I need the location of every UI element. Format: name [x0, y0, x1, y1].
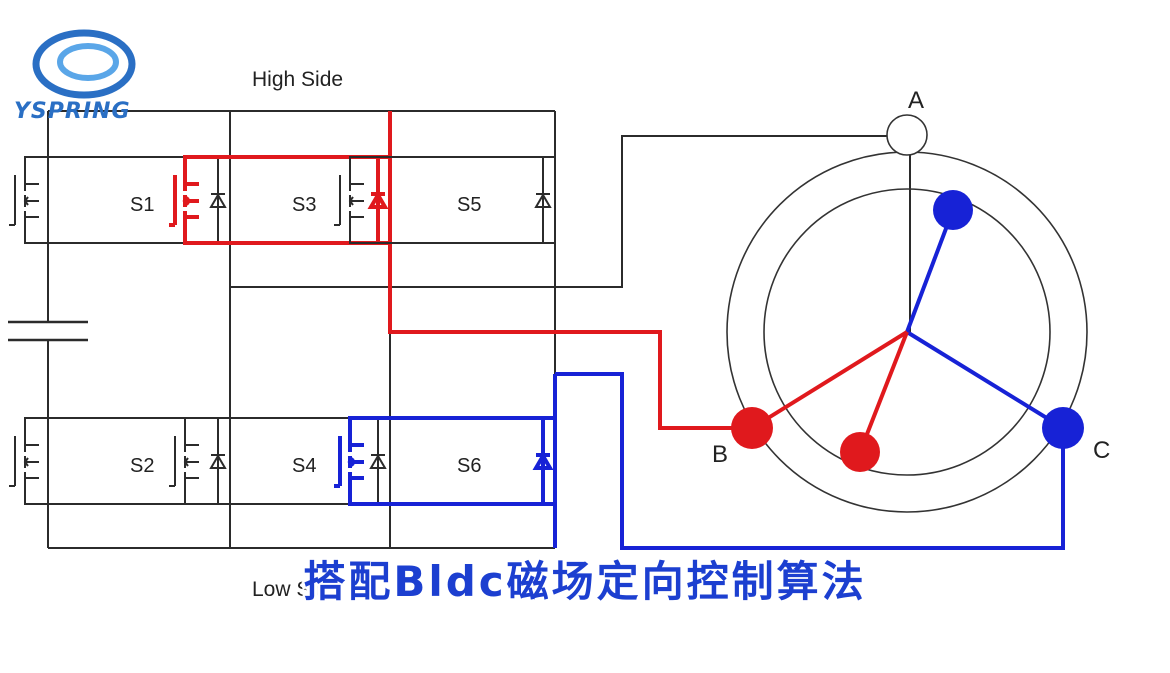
motor — [726, 114, 1088, 513]
switch-label-s2: S2 — [130, 455, 154, 477]
dc-bus-capacitor — [8, 320, 88, 342]
active-path-high — [388, 111, 752, 430]
rotor-pole-blue-top — [933, 190, 973, 230]
active-path-low — [555, 372, 1065, 550]
logo-inner-ring — [57, 43, 119, 81]
switch-s6 — [334, 416, 555, 506]
phase-a-terminal — [886, 114, 928, 156]
rotor-pole-red-bottom — [840, 432, 880, 472]
switch-label-s6: S6 — [457, 455, 481, 477]
phase-c-node — [1042, 407, 1084, 449]
stator-inner — [763, 188, 1051, 476]
rotor-arm-red-2 — [858, 331, 909, 453]
switch-s1 — [9, 156, 230, 244]
phase-a-wire — [230, 135, 911, 332]
phase-b-node — [731, 407, 773, 449]
high-side-label: High Side — [252, 68, 343, 91]
switch-label-s5: S5 — [457, 194, 481, 216]
power-rails — [47, 110, 911, 549]
caption: 搭配Bldc磁场定向控制算法 — [303, 557, 867, 606]
switch-label-s1: S1 — [130, 194, 154, 216]
switch-label-s3: S3 — [292, 194, 316, 216]
rotor-arm-blue-1 — [905, 209, 955, 333]
phase-a-label: A — [908, 87, 924, 114]
switch-label-s4: S4 — [292, 455, 316, 477]
switch-s3 — [169, 155, 390, 245]
low-side-label: Low Side — [252, 578, 338, 601]
switch-s4 — [169, 417, 390, 505]
rotor-arm-blue-2 — [905, 330, 1065, 430]
yspring-logo — [32, 29, 136, 99]
phase-b-label: B — [712, 441, 728, 468]
logo-outer-ring — [32, 29, 136, 99]
phase-c-label: C — [1093, 437, 1110, 464]
brand-name: YSPRING — [14, 99, 131, 124]
switch-s5 — [334, 156, 555, 244]
switch-s2 — [9, 417, 230, 505]
rotor-arm-red-1 — [750, 330, 909, 430]
